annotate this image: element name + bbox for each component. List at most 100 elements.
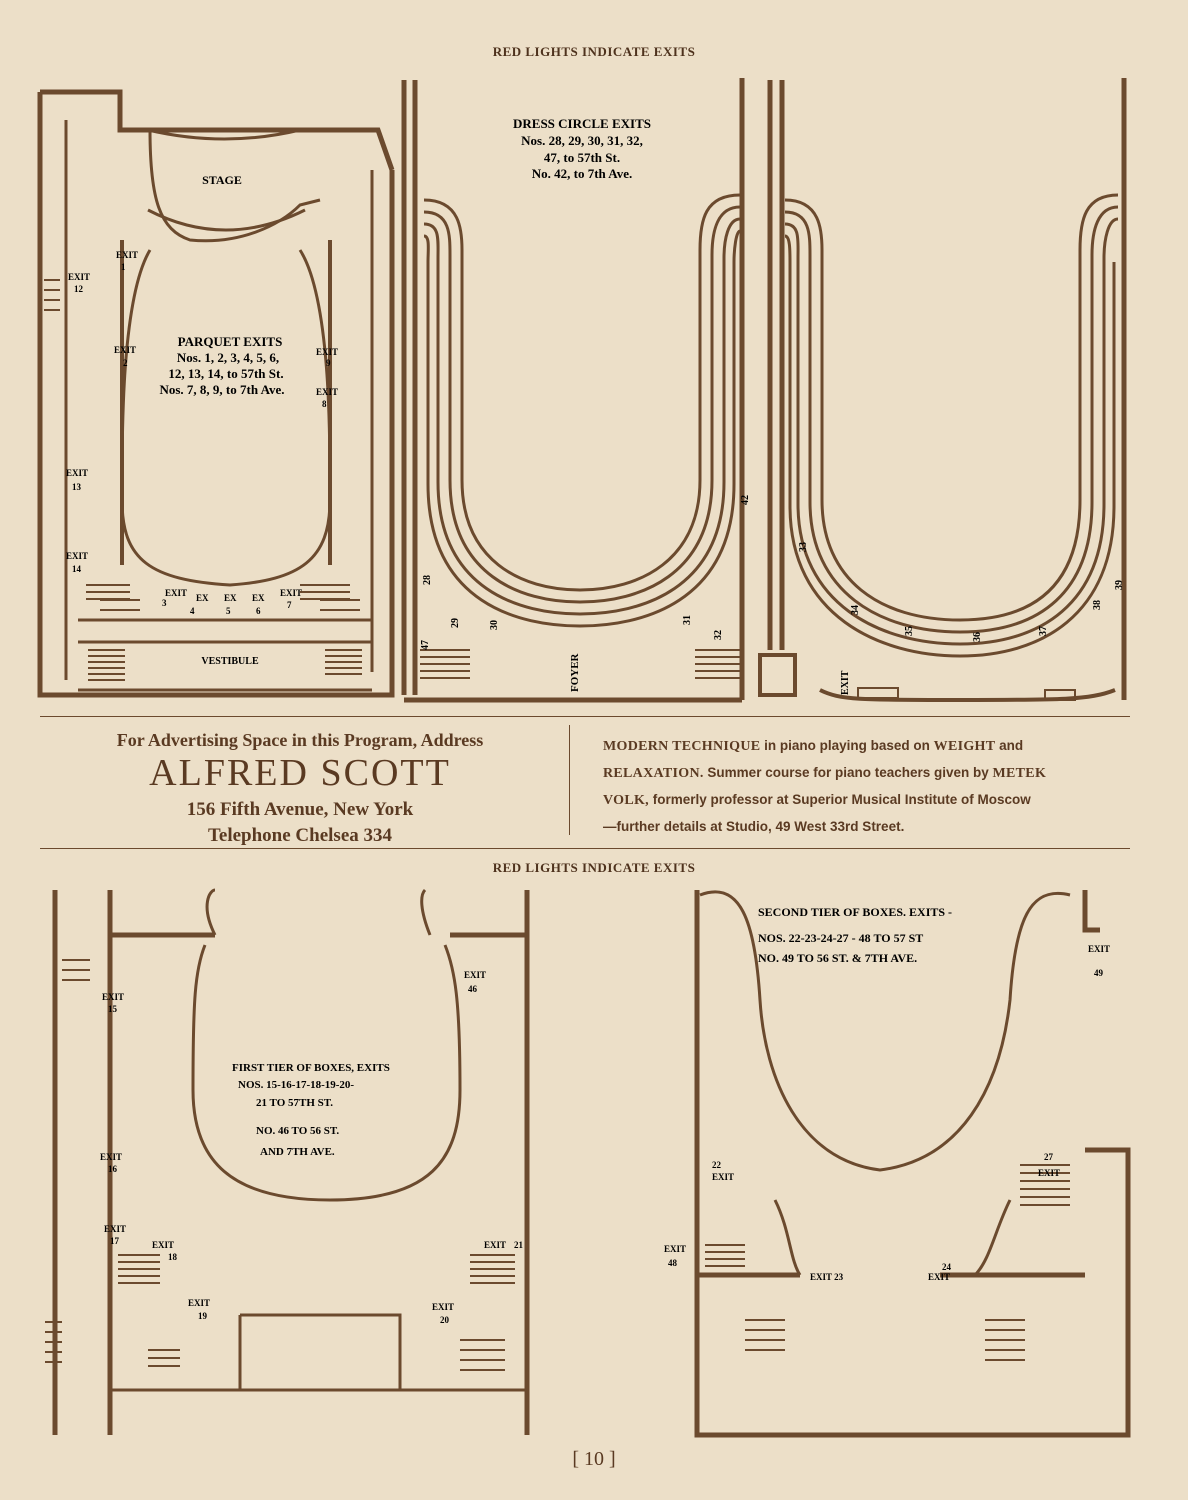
exit-label: EXIT: [464, 970, 486, 980]
exit-label: EXIT: [484, 1240, 506, 1250]
exit-number: 46: [468, 984, 478, 994]
ad-text: in piano playing based on: [760, 738, 934, 753]
stage-label: STAGE: [202, 173, 242, 187]
exit-number: 21: [514, 1240, 524, 1250]
exit-label: EXIT: [100, 1152, 122, 1162]
piano-course-ad: MODERN TECHNIQUE in piano playing based …: [603, 733, 1123, 840]
exit-number: 35: [904, 626, 915, 636]
exit-number: 48: [668, 1258, 678, 1268]
top-headline: RED LIGHTS INDICATE EXITS: [492, 44, 696, 59]
exit-label: EXIT: [316, 387, 338, 397]
exit-number: 42: [740, 495, 751, 505]
advertising-notice: For Advertising Space in this Program, A…: [40, 730, 560, 847]
exit-number: 19: [198, 1311, 208, 1321]
exit-number: 28: [422, 575, 433, 585]
exit-number: 15: [108, 1004, 118, 1014]
dress-circle-line3: No. 42, to 7th Ave.: [532, 166, 633, 181]
ex-label: EX: [224, 593, 237, 603]
exit-number: 22: [712, 1160, 722, 1170]
exit-number: 20: [440, 1315, 450, 1325]
advertiser-name: ALFRED SCOTT: [149, 752, 451, 794]
advertiser-address: 156 Fifth Avenue, New York: [186, 799, 414, 820]
exit-number: 17: [110, 1236, 120, 1246]
parquet-exits-title: PARQUET EXITS: [178, 334, 283, 349]
exit-label: EXIT: [68, 272, 90, 282]
dress-circle-title: DRESS CIRCLE EXITS: [513, 116, 651, 131]
ad-line: For Advertising Space in this Program, A…: [116, 730, 484, 750]
exit-label: EXIT: [66, 551, 88, 561]
parquet-exits-line2: 12, 13, 14, to 57th St.: [168, 366, 283, 381]
parquet-exits-line1: Nos. 1, 2, 3, 4, 5, 6,: [177, 350, 279, 365]
exit-number: 9: [326, 358, 331, 368]
exit-number: 29: [450, 618, 461, 628]
exit-number: 31: [682, 615, 693, 625]
exit-number: 7: [287, 600, 292, 610]
exit-number: 37: [1038, 626, 1049, 636]
exit-number: 39: [1114, 580, 1125, 590]
exit-number: 18: [168, 1252, 178, 1262]
vestibule-label: VESTIBULE: [201, 656, 259, 667]
exit-number: 14: [72, 564, 82, 574]
ad-bold: MODERN TECHNIQUE: [603, 739, 761, 754]
second-tier-line1: SECOND TIER OF BOXES. EXITS -: [758, 905, 952, 919]
exit-label: EXIT: [66, 468, 88, 478]
exit-number: 36: [972, 632, 983, 642]
ad-bold: WEIGHT: [933, 739, 996, 754]
exit-number: 6: [256, 606, 261, 616]
exit-number: 49: [1094, 968, 1104, 978]
exit-label: EXIT: [102, 992, 124, 1002]
exit-number: 12: [74, 284, 84, 294]
exit-number: 27: [1044, 1152, 1054, 1162]
exit-label: EXIT: [840, 670, 851, 695]
exit-label: EXIT: [188, 1298, 210, 1308]
page-number: [ 10 ]: [572, 1448, 616, 1470]
exit-number: 24: [942, 1262, 952, 1272]
foyer-label: FOYER: [569, 652, 581, 692]
dress-circle-line2: 47, to 57th St.: [544, 150, 620, 165]
ad-bold: RELAXATION.: [603, 766, 704, 781]
first-tier-line4: NO. 46 TO 56 ST.: [256, 1125, 339, 1137]
mid-headline: RED LIGHTS INDICATE EXITS: [492, 860, 696, 875]
divider: [40, 716, 1130, 717]
exit-label: EXIT: [664, 1244, 686, 1254]
exit-number: 47: [420, 640, 431, 650]
first-tier-line5: AND 7TH AVE.: [260, 1146, 335, 1158]
exit-number: 8: [322, 399, 327, 409]
exit-number: 30: [489, 620, 500, 630]
exit-23-label: EXIT 23: [810, 1272, 844, 1282]
dress-circle-line1: Nos. 28, 29, 30, 31, 32,: [521, 133, 643, 148]
exit-number: 13: [72, 482, 82, 492]
ad-text: formerly professor at Superior Musical I…: [648, 792, 1031, 807]
exit-label: EXIT: [280, 588, 302, 598]
advertiser-phone: Telephone Chelsea 334: [207, 825, 393, 846]
ad-text: and: [995, 738, 1024, 753]
exit-label: EXIT: [116, 250, 138, 260]
first-tier-line2: NOS. 15-16-17-18-19-20-: [238, 1079, 354, 1091]
exit-label: EXIT: [712, 1172, 734, 1182]
first-tier-line3: 21 TO 57TH ST.: [256, 1097, 333, 1109]
exit-number: 32: [713, 630, 724, 640]
exit-label: EXIT: [1088, 944, 1110, 954]
exit-label: EXIT: [104, 1224, 126, 1234]
exit-label: EXIT: [152, 1240, 174, 1250]
exit-label: EXIT: [928, 1272, 950, 1282]
ex-label: EX: [252, 593, 265, 603]
ad-bold: VOLK,: [603, 793, 649, 808]
divider: [40, 848, 1130, 849]
parquet-exits-line3: Nos. 7, 8, 9, to 7th Ave.: [159, 382, 284, 397]
ad-text: —further details at Studio, 49 West 33rd…: [603, 819, 905, 834]
exit-label: EXIT: [316, 347, 338, 357]
second-tier-line2: NOS. 22-23-24-27 - 48 TO 57 ST: [758, 931, 923, 945]
exit-number: 4: [190, 606, 195, 616]
exit-number: 33: [798, 542, 809, 552]
second-tier-line3: NO. 49 TO 56 ST. & 7TH AVE.: [758, 951, 917, 965]
exit-number: 2: [123, 358, 128, 368]
exit-label: EXIT: [165, 588, 187, 598]
divider: [569, 725, 570, 835]
ex-label: EX: [196, 593, 209, 603]
first-tier-line1: FIRST TIER OF BOXES, EXITS: [232, 1062, 390, 1074]
